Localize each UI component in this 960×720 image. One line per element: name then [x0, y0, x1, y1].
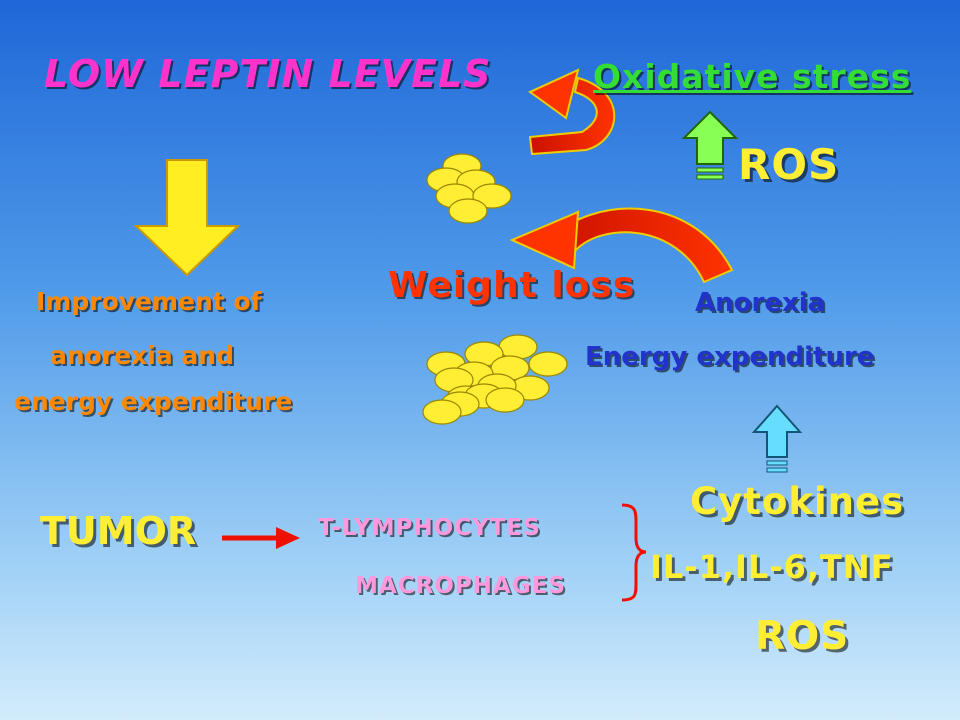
ros-label-bottom: ROS — [755, 614, 850, 659]
ros-label-top: ROS — [738, 140, 840, 189]
low-leptin-levels-label: LOW LEPTIN LEVELS — [44, 52, 492, 96]
improvement-label-line1: Improvement of — [36, 287, 262, 316]
t-lymphocytes-label: T-LYMPHOCYTES — [318, 515, 541, 541]
tumor-label: TUMOR — [40, 509, 197, 553]
fat-cell-cluster-icon — [426, 153, 512, 224]
weight-loss-label: Weight loss — [388, 265, 636, 306]
macrophages-label: MACROPHAGES — [355, 573, 566, 599]
energy-expenditure-label: Energy expenditure — [585, 342, 875, 372]
cytokines-label: Cytokines — [690, 480, 905, 523]
striped-up-arrow-icon — [751, 404, 803, 473]
curved-arrow-icon — [528, 68, 616, 156]
curved-arrow-icon — [509, 207, 734, 284]
interleukins-label: IL-1,IL-6,TNF — [650, 548, 894, 586]
oxidative-stress-label: Oxidative stress — [593, 57, 912, 96]
right-arrow-icon — [222, 527, 300, 549]
anorexia-label: Anorexia — [695, 288, 826, 318]
curly-brace-icon — [621, 503, 647, 602]
improvement-label-line2: anorexia and — [50, 341, 234, 370]
improvement-label-line3: energy expenditure — [14, 387, 293, 416]
striped-up-arrow-icon — [681, 110, 739, 180]
fat-cell-cluster-icon — [422, 334, 568, 425]
block-arrow-down-icon — [133, 159, 241, 277]
